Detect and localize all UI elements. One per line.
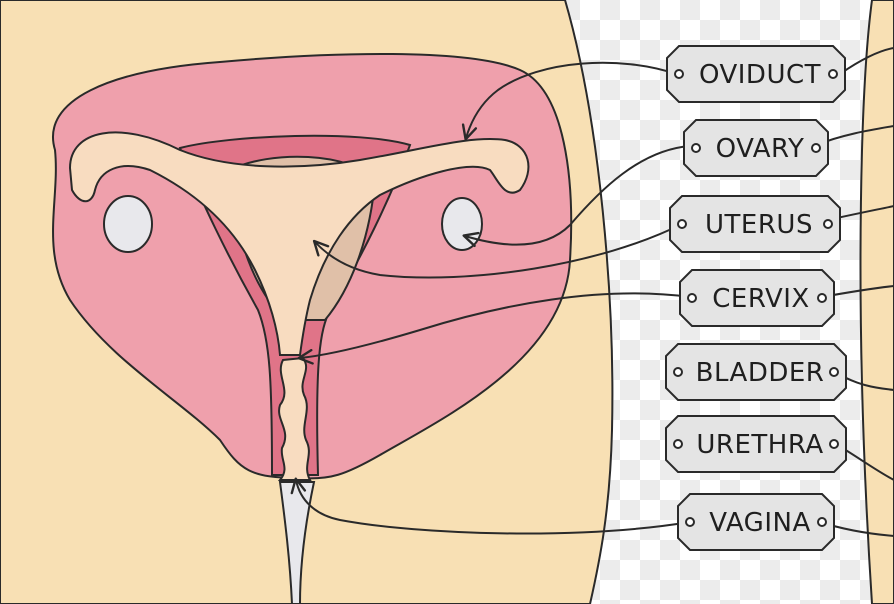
vagina-opening [278,481,316,604]
label-bladder: BLADDER [665,343,847,401]
label-oviduct-tag [666,45,846,103]
label-vagina-right-hole [817,517,827,527]
label-uterus-tag [669,195,841,253]
label-oviduct-left-hole [674,69,684,79]
label-bladder-tag [665,343,847,401]
label-ovary-right-hole [811,143,821,153]
leader-oviduct [461,61,677,141]
label-uterus: UTERUS [669,195,841,253]
label-uterus-left-hole [677,219,687,229]
label-oviduct-text: OVIDUCT [699,60,821,90]
ovary-right [441,197,483,251]
label-urethra-tag [665,415,847,473]
leader-uterus [312,223,683,279]
label-ovary-tag [683,119,829,177]
leader-vagina [290,477,691,535]
label-bladder-text: BLADDER [696,358,825,388]
label-cervix-left-hole [687,293,697,303]
label-cervix-tag [679,269,835,327]
label-bladder-right-hole [829,367,839,377]
label-bladder-left-hole [673,367,683,377]
label-cervix: CERVIX [679,269,835,327]
label-oviduct-right-hole [828,69,838,79]
label-vagina: VAGINA [677,493,835,551]
label-urethra-text: URETHRA [696,430,823,460]
cervix-canal [277,356,312,481]
label-uterus-text: UTERUS [705,210,813,240]
uterus-body [68,131,530,356]
label-ovary-text: OVARY [716,134,805,164]
label-cervix-text: CERVIX [712,284,810,314]
leader-cervix [297,292,691,365]
label-urethra-right-hole [829,439,839,449]
label-vagina-text: VAGINA [709,508,811,538]
label-urethra: URETHRA [665,415,847,473]
label-urethra-left-hole [673,439,683,449]
label-ovary: OVARY [683,119,829,177]
label-oviduct: OVIDUCT [666,45,846,103]
label-ovary-left-hole [691,143,701,153]
label-layer: OVIDUCT OVARY UTERUS CERVIX BLADDER URETHRA VA… [665,45,847,551]
label-vagina-left-hole [685,517,695,527]
label-cervix-right-hole [817,293,827,303]
body-right [859,0,894,604]
leader-ovary [462,145,691,248]
label-uterus-right-hole [823,219,833,229]
label-vagina-tag [677,493,835,551]
ovary-left [103,195,153,253]
